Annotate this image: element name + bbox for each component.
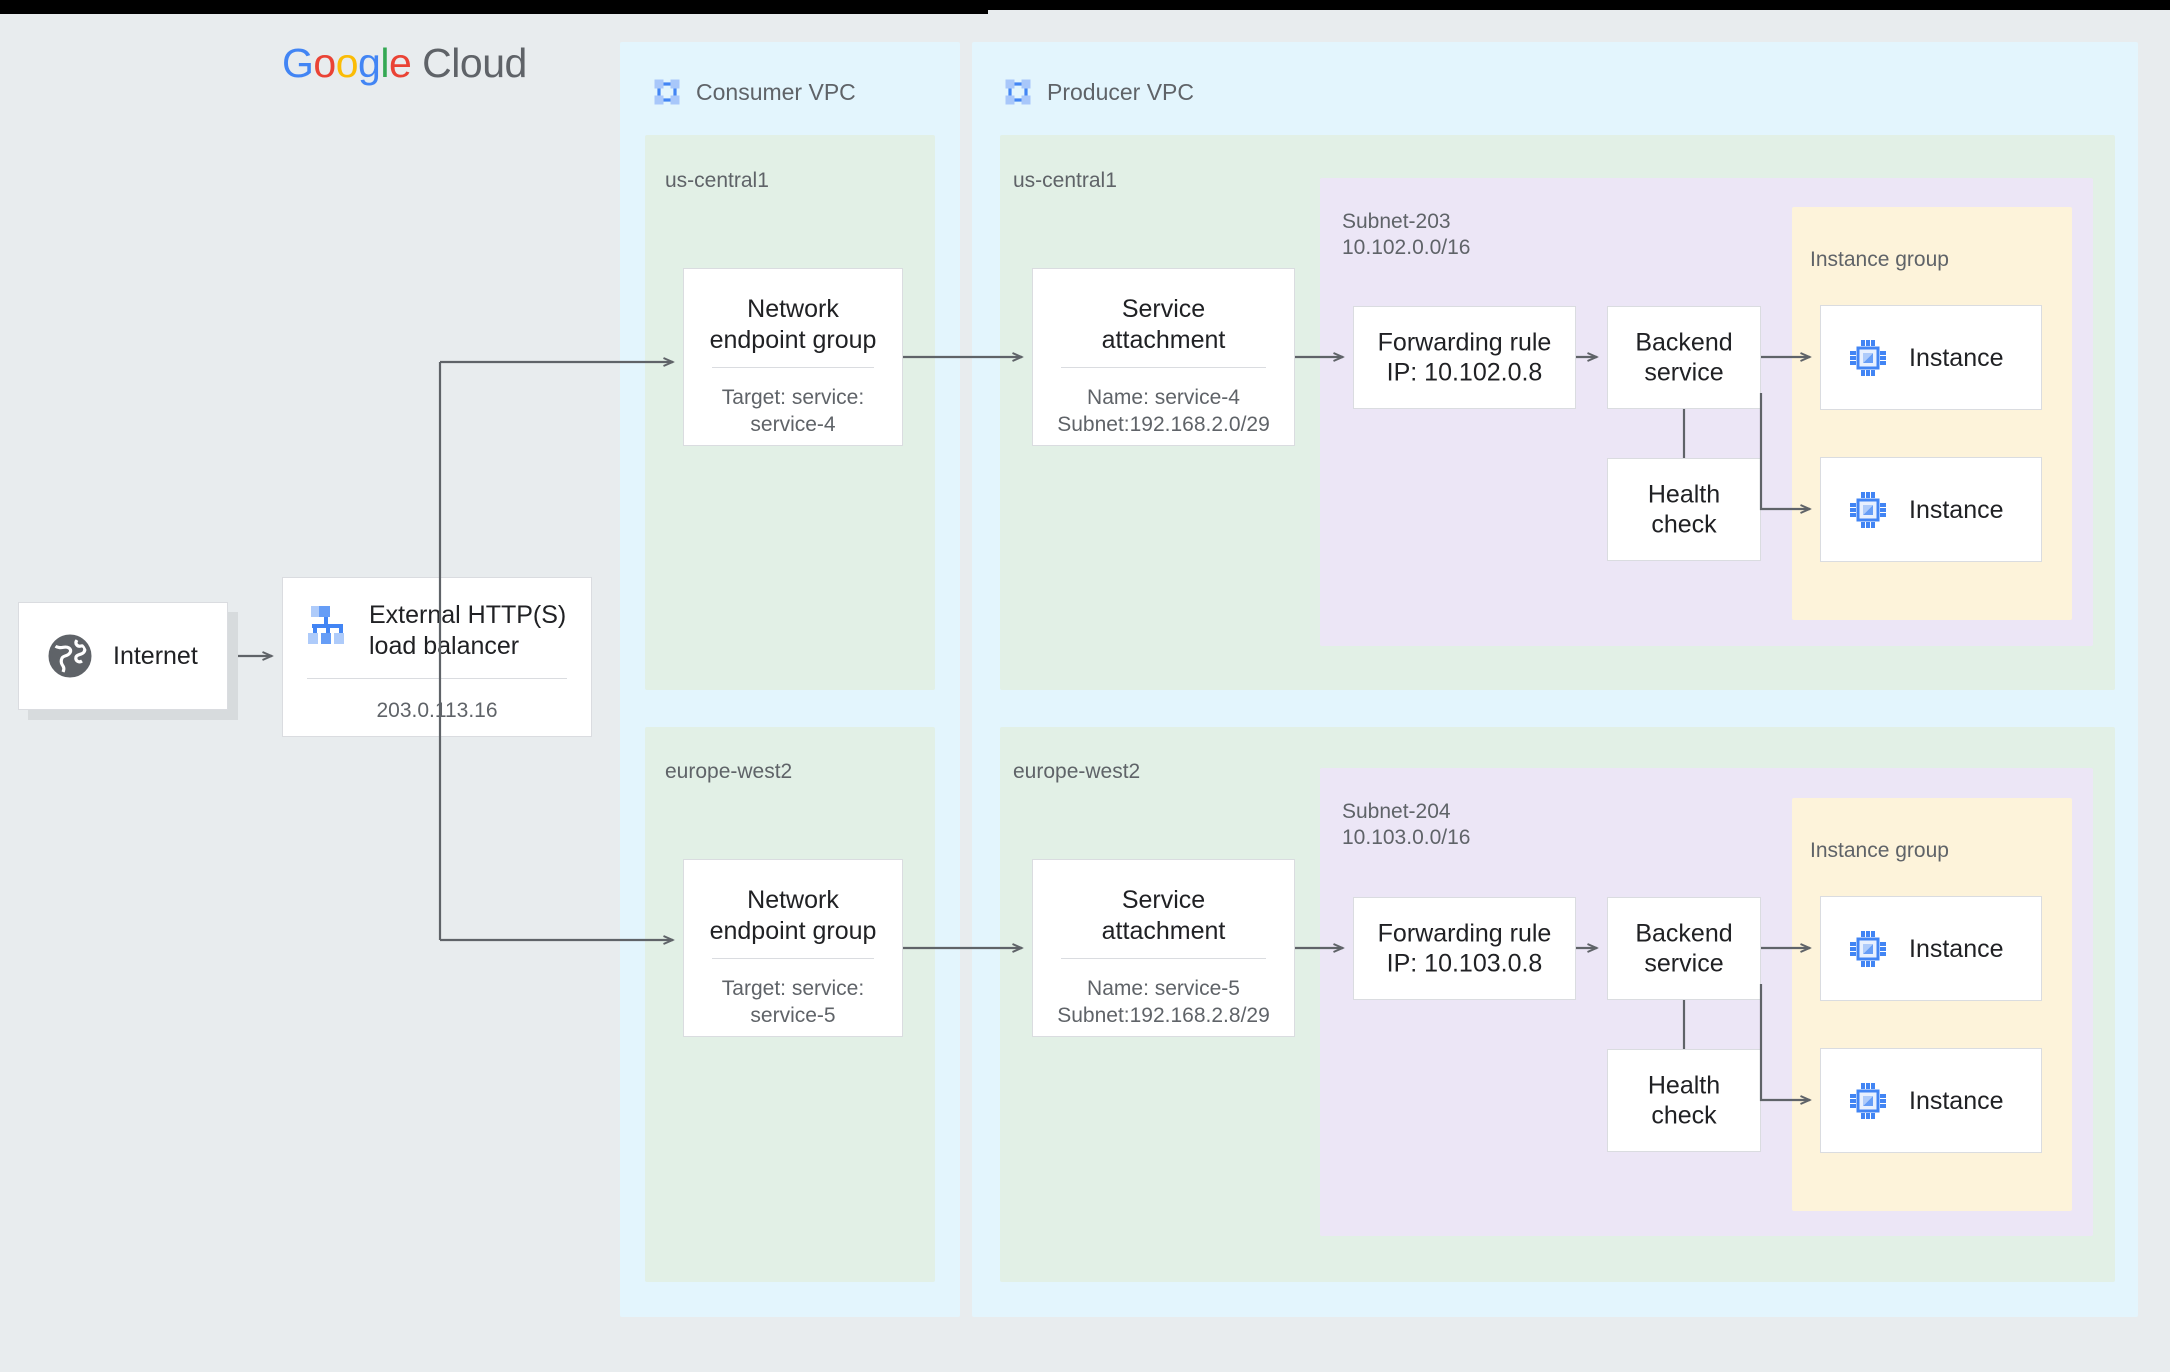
internet-label: Internet <box>113 642 198 670</box>
load-balancer-icon <box>307 604 349 646</box>
instance-card-0-1[interactable]: Instance <box>1820 457 2042 562</box>
load-balancer-ip: 203.0.113.16 <box>376 699 498 722</box>
producer-region-label-0: us-central1 <box>1013 169 1117 192</box>
producer-vpc-title: Producer VPC <box>1047 78 1195 105</box>
logo-letter: l <box>380 40 389 86</box>
neg-divider-0 <box>712 367 874 368</box>
neg-subtitle-0: Target: service:service-4 <box>721 386 865 436</box>
vpc-icon <box>652 77 682 107</box>
service-attachment-divider-1 <box>1061 958 1266 959</box>
logo-letter: g <box>358 40 381 86</box>
neg-divider-1 <box>712 958 874 959</box>
neg-subtitle-1: Target: service:service-5 <box>721 977 865 1027</box>
consumer-vpc-title: Consumer VPC <box>696 78 856 105</box>
consumer-region-label-0: us-central1 <box>665 169 769 192</box>
top-black-bar-left-segment <box>0 0 988 14</box>
instance-card-1-0[interactable]: Instance <box>1820 896 2042 1001</box>
logo-letter: e <box>388 40 412 86</box>
vpc-icon <box>1003 77 1033 107</box>
instance-card-1-1[interactable]: Instance <box>1820 1048 2042 1153</box>
instance-icon <box>1849 1082 1887 1120</box>
load-balancer-title: External HTTP(S)load balancer <box>369 601 567 661</box>
instance-label: Instance <box>1909 343 2004 372</box>
instance-label: Instance <box>1909 495 2004 524</box>
instance-icon <box>1849 930 1887 968</box>
instance-group-label-0: Instance group <box>1810 248 1949 271</box>
instance-label: Instance <box>1909 1086 2004 1115</box>
internet-card[interactable]: Internet <box>18 602 228 710</box>
logo-letter: G <box>282 40 314 86</box>
logo-letter: o <box>313 40 336 86</box>
instance-icon <box>1849 491 1887 529</box>
load-balancer-divider <box>307 678 567 679</box>
instance-group-label-1: Instance group <box>1810 839 1949 862</box>
logo-letter: o <box>335 40 359 86</box>
consumer-vpc-header: Consumer VPC <box>652 77 856 107</box>
google-cloud-logo: Google Cloud <box>282 40 527 87</box>
instance-label: Instance <box>1909 934 2004 963</box>
instance-icon <box>1849 339 1887 377</box>
load-balancer-card[interactable]: External HTTP(S)load balancer 203.0.113.… <box>282 577 592 737</box>
consumer-region-label-1: europe-west2 <box>665 760 793 783</box>
service-attachment-divider-0 <box>1061 367 1266 368</box>
logo-cloud-text: Cloud <box>422 40 527 86</box>
producer-vpc-header: Producer VPC <box>1003 77 1194 107</box>
producer-region-label-1: europe-west2 <box>1013 760 1141 783</box>
globe-icon <box>48 634 92 678</box>
instance-card-0-0[interactable]: Instance <box>1820 305 2042 410</box>
top-black-bar <box>0 0 2170 10</box>
